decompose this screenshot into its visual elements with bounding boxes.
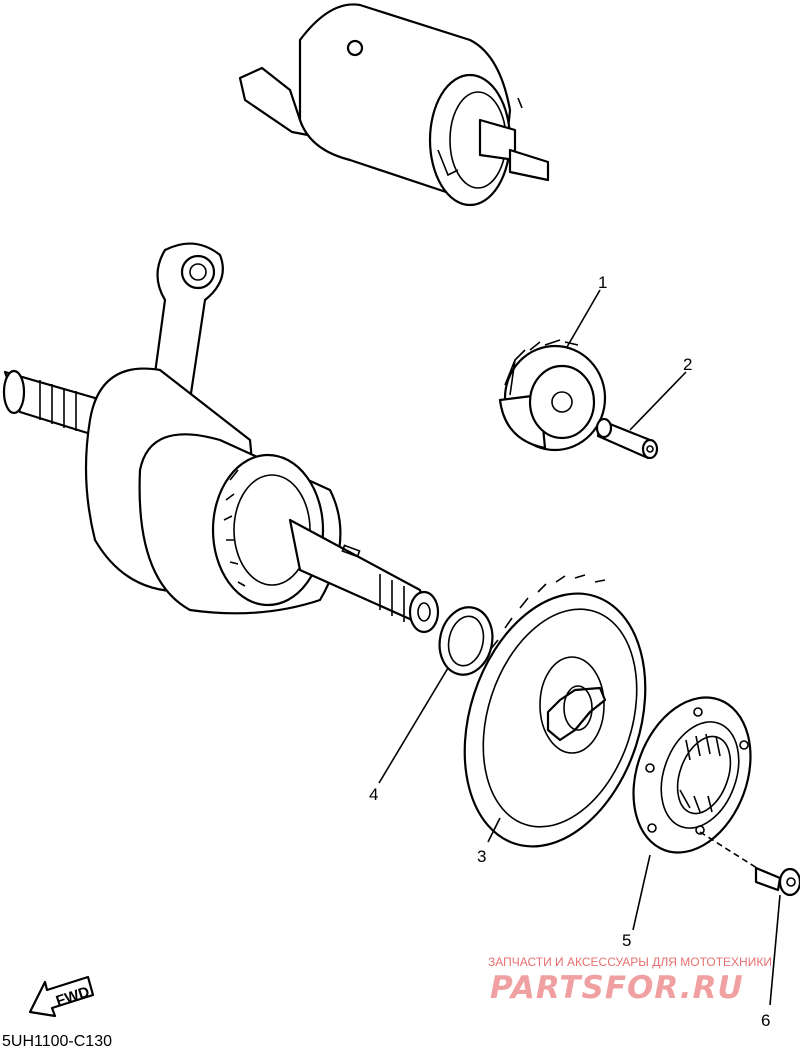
leader-lines <box>378 289 781 1006</box>
callout-3: 3 <box>477 847 486 866</box>
watermark-tagline: ЗАПЧАСТИ И АКСЕССУАРЫ ДЛЯ МОТОТЕХНИКИ <box>488 955 772 969</box>
diagram-code: 5UH1100-C130 <box>2 1033 112 1049</box>
crankshaft <box>2 242 440 634</box>
washer-part-4 <box>438 606 494 676</box>
fwd-arrow: FWD <box>28 975 95 1018</box>
screw-part-6 <box>754 866 800 897</box>
one-way-clutch-part-5 <box>632 696 752 854</box>
callout-2: 2 <box>683 355 692 374</box>
starter-motor <box>238 3 550 207</box>
callout-5: 5 <box>622 931 631 950</box>
idler-gear-part-1 <box>498 339 607 452</box>
callout-6: 6 <box>761 1011 770 1030</box>
starter-wheel-gear-part-3 <box>463 574 647 848</box>
idler-shaft-part-2 <box>595 417 659 460</box>
watermark-logo: PARTSFOR.RU <box>490 970 744 1006</box>
assembly-line <box>699 831 761 871</box>
callout-4: 4 <box>369 785 378 804</box>
callout-1: 1 <box>598 273 607 292</box>
